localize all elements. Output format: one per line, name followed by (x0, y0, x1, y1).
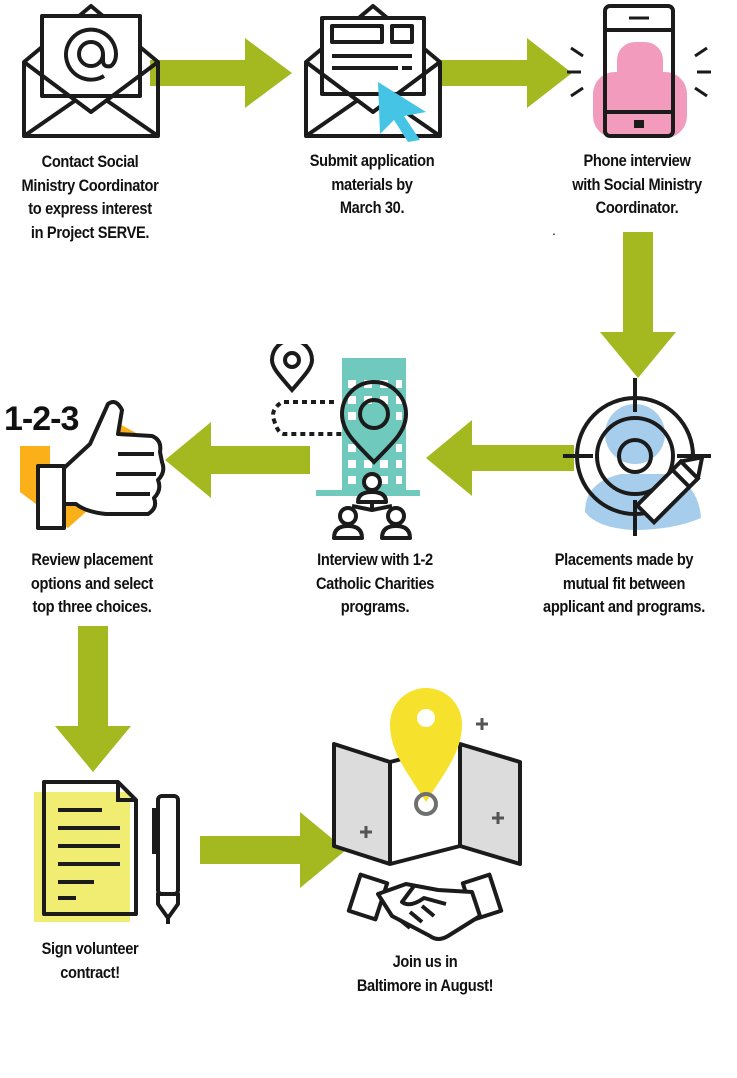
label-line: Submit application (309, 151, 435, 170)
phone-person-icon (567, 4, 711, 138)
label-line: options and select (30, 573, 154, 593)
label-line: to express interest (28, 199, 152, 218)
envelope-at-icon (22, 4, 160, 138)
stray-mark: . (552, 222, 556, 238)
map-handshake-icon (332, 688, 522, 941)
label-line: programs. (340, 597, 410, 616)
label-line: applicant and programs. (543, 597, 705, 616)
step-label-sign: Sign volunteer contract! (4, 937, 176, 984)
label-line: March 30. (339, 198, 405, 217)
arrow-shape (150, 38, 292, 108)
arrow-shape (600, 232, 676, 378)
label-line: materials by (331, 174, 413, 194)
step-label-submit: Submit application materials by March 30… (286, 149, 458, 220)
step-label-contact: Contact Social Ministry Coordinator to e… (4, 150, 176, 244)
arrow-left-1 (426, 420, 574, 496)
step-label-join: Join us in Baltimore in August! (339, 950, 511, 997)
arrow-left-2 (165, 422, 310, 498)
label-line: mutual fit between (562, 573, 686, 593)
label-line: in Project SERVE. (30, 222, 150, 242)
arrow-right-3 (200, 812, 346, 888)
arrow-right-2 (440, 38, 572, 108)
step-label-placement: Placements made by mutual fit between ap… (527, 548, 721, 619)
arrow-shape (200, 812, 346, 888)
label-line: Baltimore in August! (356, 975, 494, 995)
ranking-badge: 1-2-3 (4, 400, 79, 438)
step-label-review: Review placement options and select top … (6, 548, 178, 619)
label-line: Catholic Charities (315, 573, 435, 593)
label-line: Join us in (392, 952, 458, 971)
target-pencil-icon (563, 378, 711, 536)
step-label-phone: Phone interview with Social Ministry Coo… (551, 149, 723, 220)
label-line: Review placement (31, 550, 153, 569)
label-line: Contact Social (41, 152, 139, 171)
label-line: Placements made by (554, 550, 694, 569)
arrow-shape (440, 38, 572, 108)
label-line: contract! (60, 962, 120, 982)
arrow-down-1 (600, 232, 676, 378)
arrow-down-2 (55, 626, 131, 772)
building-pin-network-icon (269, 344, 420, 540)
arrow-shape (426, 420, 574, 496)
label-line: Sign volunteer (41, 939, 139, 958)
label-line: Phone interview (583, 151, 691, 170)
label-line: with Social Ministry (572, 174, 702, 194)
contract-pen-icon (34, 780, 180, 924)
step-label-interview: Interview with 1-2 Catholic Charities pr… (289, 548, 461, 619)
arrow-right-1 (150, 38, 292, 108)
label-line: top three choices. (32, 597, 152, 616)
label-line: Coordinator. (595, 198, 679, 217)
label-line: Ministry Coordinator (21, 175, 159, 195)
envelope-document-cursor-icon (304, 4, 442, 142)
label-line: Interview with 1-2 (317, 550, 433, 569)
arrow-shape (55, 626, 131, 772)
arrow-shape (165, 422, 310, 498)
thumbs-up-check-icon (20, 400, 166, 530)
